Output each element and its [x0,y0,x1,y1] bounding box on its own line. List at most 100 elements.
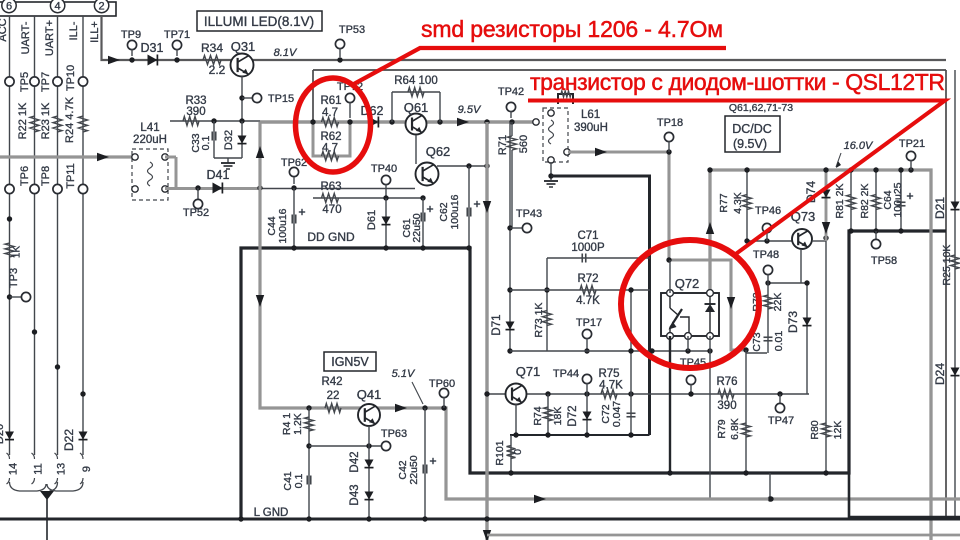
svg-text:R80: R80 [809,420,821,439]
svg-text:2: 2 [99,1,105,13]
svg-text:TP53: TP53 [339,24,365,36]
svg-text:220uH: 220uH [133,134,167,146]
svg-text:L61: L61 [581,109,600,121]
svg-text:TP42: TP42 [498,86,524,98]
svg-text:TP21: TP21 [899,138,925,150]
svg-text:Q72: Q72 [675,276,700,291]
svg-text:TP15: TP15 [268,93,294,105]
svg-text:L41: L41 [140,122,159,134]
svg-text:9.5V: 9.5V [458,104,482,116]
svg-text:100u25: 100u25 [892,182,904,217]
svg-text:ILLUMI LED(8.1V): ILLUMI LED(8.1V) [204,14,314,29]
svg-text:UART-: UART- [20,21,32,54]
svg-text:R24 4.7K: R24 4.7K [64,96,76,143]
svg-text:R101: R101 [494,440,506,465]
svg-text:4.7K: 4.7K [599,380,623,392]
svg-text:транзистор с диодом-шоттки - Q: транзистор с диодом-шоттки - QSL12TR [530,69,945,95]
svg-text:TP43: TP43 [516,208,542,220]
svg-text:1.2K: 1.2K [292,413,304,435]
svg-text:TP18: TP18 [657,117,683,129]
svg-text:Q31: Q31 [231,39,256,54]
svg-text:4.3K: 4.3K [732,192,744,214]
svg-text:R23 1K: R23 1K [40,102,52,139]
svg-text:TP46: TP46 [755,205,781,217]
svg-text:R81 2K: R81 2K [834,183,846,218]
svg-text:IGN5V: IGN5V [331,355,369,369]
svg-text:6.8K: 6.8K [729,418,741,440]
svg-text:C33: C33 [190,133,202,152]
svg-text:D73: D73 [786,311,800,333]
svg-text:TP58: TP58 [871,255,897,267]
svg-text:TP6: TP6 [19,166,31,186]
svg-text:22u50: 22u50 [411,213,423,242]
svg-text:TP8: TP8 [40,166,52,186]
svg-text:Q41: Q41 [357,387,382,402]
svg-text:(9.5V): (9.5V) [733,137,767,151]
svg-text:C44: C44 [266,216,278,235]
svg-text:R33: R33 [185,95,206,107]
svg-text:9: 9 [81,466,93,472]
svg-text:C72: C72 [600,404,612,423]
svg-text:14: 14 [8,463,20,475]
svg-text:Q61: Q61 [404,100,429,115]
svg-text:R22 1K: R22 1K [17,102,29,139]
svg-text:D31: D31 [141,41,164,55]
svg-text:R25 10K: R25 10K [941,245,953,286]
svg-text:UART+: UART+ [44,20,56,56]
svg-text:TP48: TP48 [753,249,779,261]
svg-text:18K: 18K [552,407,564,426]
svg-text:R64 100: R64 100 [394,75,437,87]
svg-text:R4 1: R4 1 [281,413,293,435]
svg-text:R75: R75 [598,368,619,380]
svg-text:5.1V: 5.1V [392,368,416,380]
svg-text:R74: R74 [532,406,544,425]
svg-text:6: 6 [6,1,12,13]
svg-text:TP5: TP5 [19,72,31,92]
svg-text:12K: 12K [832,421,844,440]
svg-text:100u16: 100u16 [277,208,289,243]
svg-text:C64: C64 [882,190,894,209]
svg-text:D61: D61 [366,210,378,230]
svg-text:Q73: Q73 [791,209,816,224]
svg-text:100u16: 100u16 [449,194,461,229]
svg-text:C73: C73 [751,332,763,351]
svg-text:390uH: 390uH [574,122,608,134]
svg-text:4.7K: 4.7K [576,295,600,307]
svg-text:390: 390 [717,400,736,412]
svg-text:R76: R76 [716,376,737,388]
svg-text:ACC: ACC [0,18,9,41]
svg-text:0.1: 0.1 [293,474,305,489]
svg-text:D41: D41 [207,168,230,182]
svg-text:DC/DC: DC/DC [732,122,772,136]
svg-text:R42: R42 [321,376,342,388]
svg-text:D72: D72 [567,405,579,426]
svg-text:470: 470 [322,204,341,216]
svg-text:D24: D24 [933,363,947,385]
svg-text:TP17: TP17 [576,317,602,329]
svg-text:R82 2K: R82 2K [859,183,871,218]
svg-text:D22: D22 [62,429,76,451]
svg-text:C61: C61 [401,218,413,237]
svg-text:C41: C41 [282,471,294,490]
svg-text:TP60: TP60 [429,378,455,390]
svg-text:R77: R77 [718,193,730,212]
svg-text:D21: D21 [933,197,947,219]
svg-text:TP9: TP9 [121,29,141,41]
svg-text:D42: D42 [349,451,361,472]
svg-text:8.1V: 8.1V [274,47,298,59]
svg-text:D71: D71 [491,314,503,335]
svg-text:D20: D20 [0,424,6,444]
svg-text:TP63: TP63 [381,428,407,440]
svg-text:R73 1K: R73 1K [533,302,545,337]
svg-text:C42: C42 [397,460,409,479]
svg-text:TP62: TP62 [281,157,307,169]
svg-text:TP47: TP47 [768,415,794,427]
svg-text:2.2: 2.2 [209,63,226,77]
svg-text:4.7: 4.7 [322,107,338,119]
svg-text:1K: 1K [12,246,23,259]
svg-text:R72: R72 [577,273,598,285]
svg-text:R61: R61 [320,95,341,107]
svg-text:C71: C71 [577,230,598,242]
svg-text:TP71: TP71 [164,29,190,41]
svg-text:TP7: TP7 [40,72,52,92]
